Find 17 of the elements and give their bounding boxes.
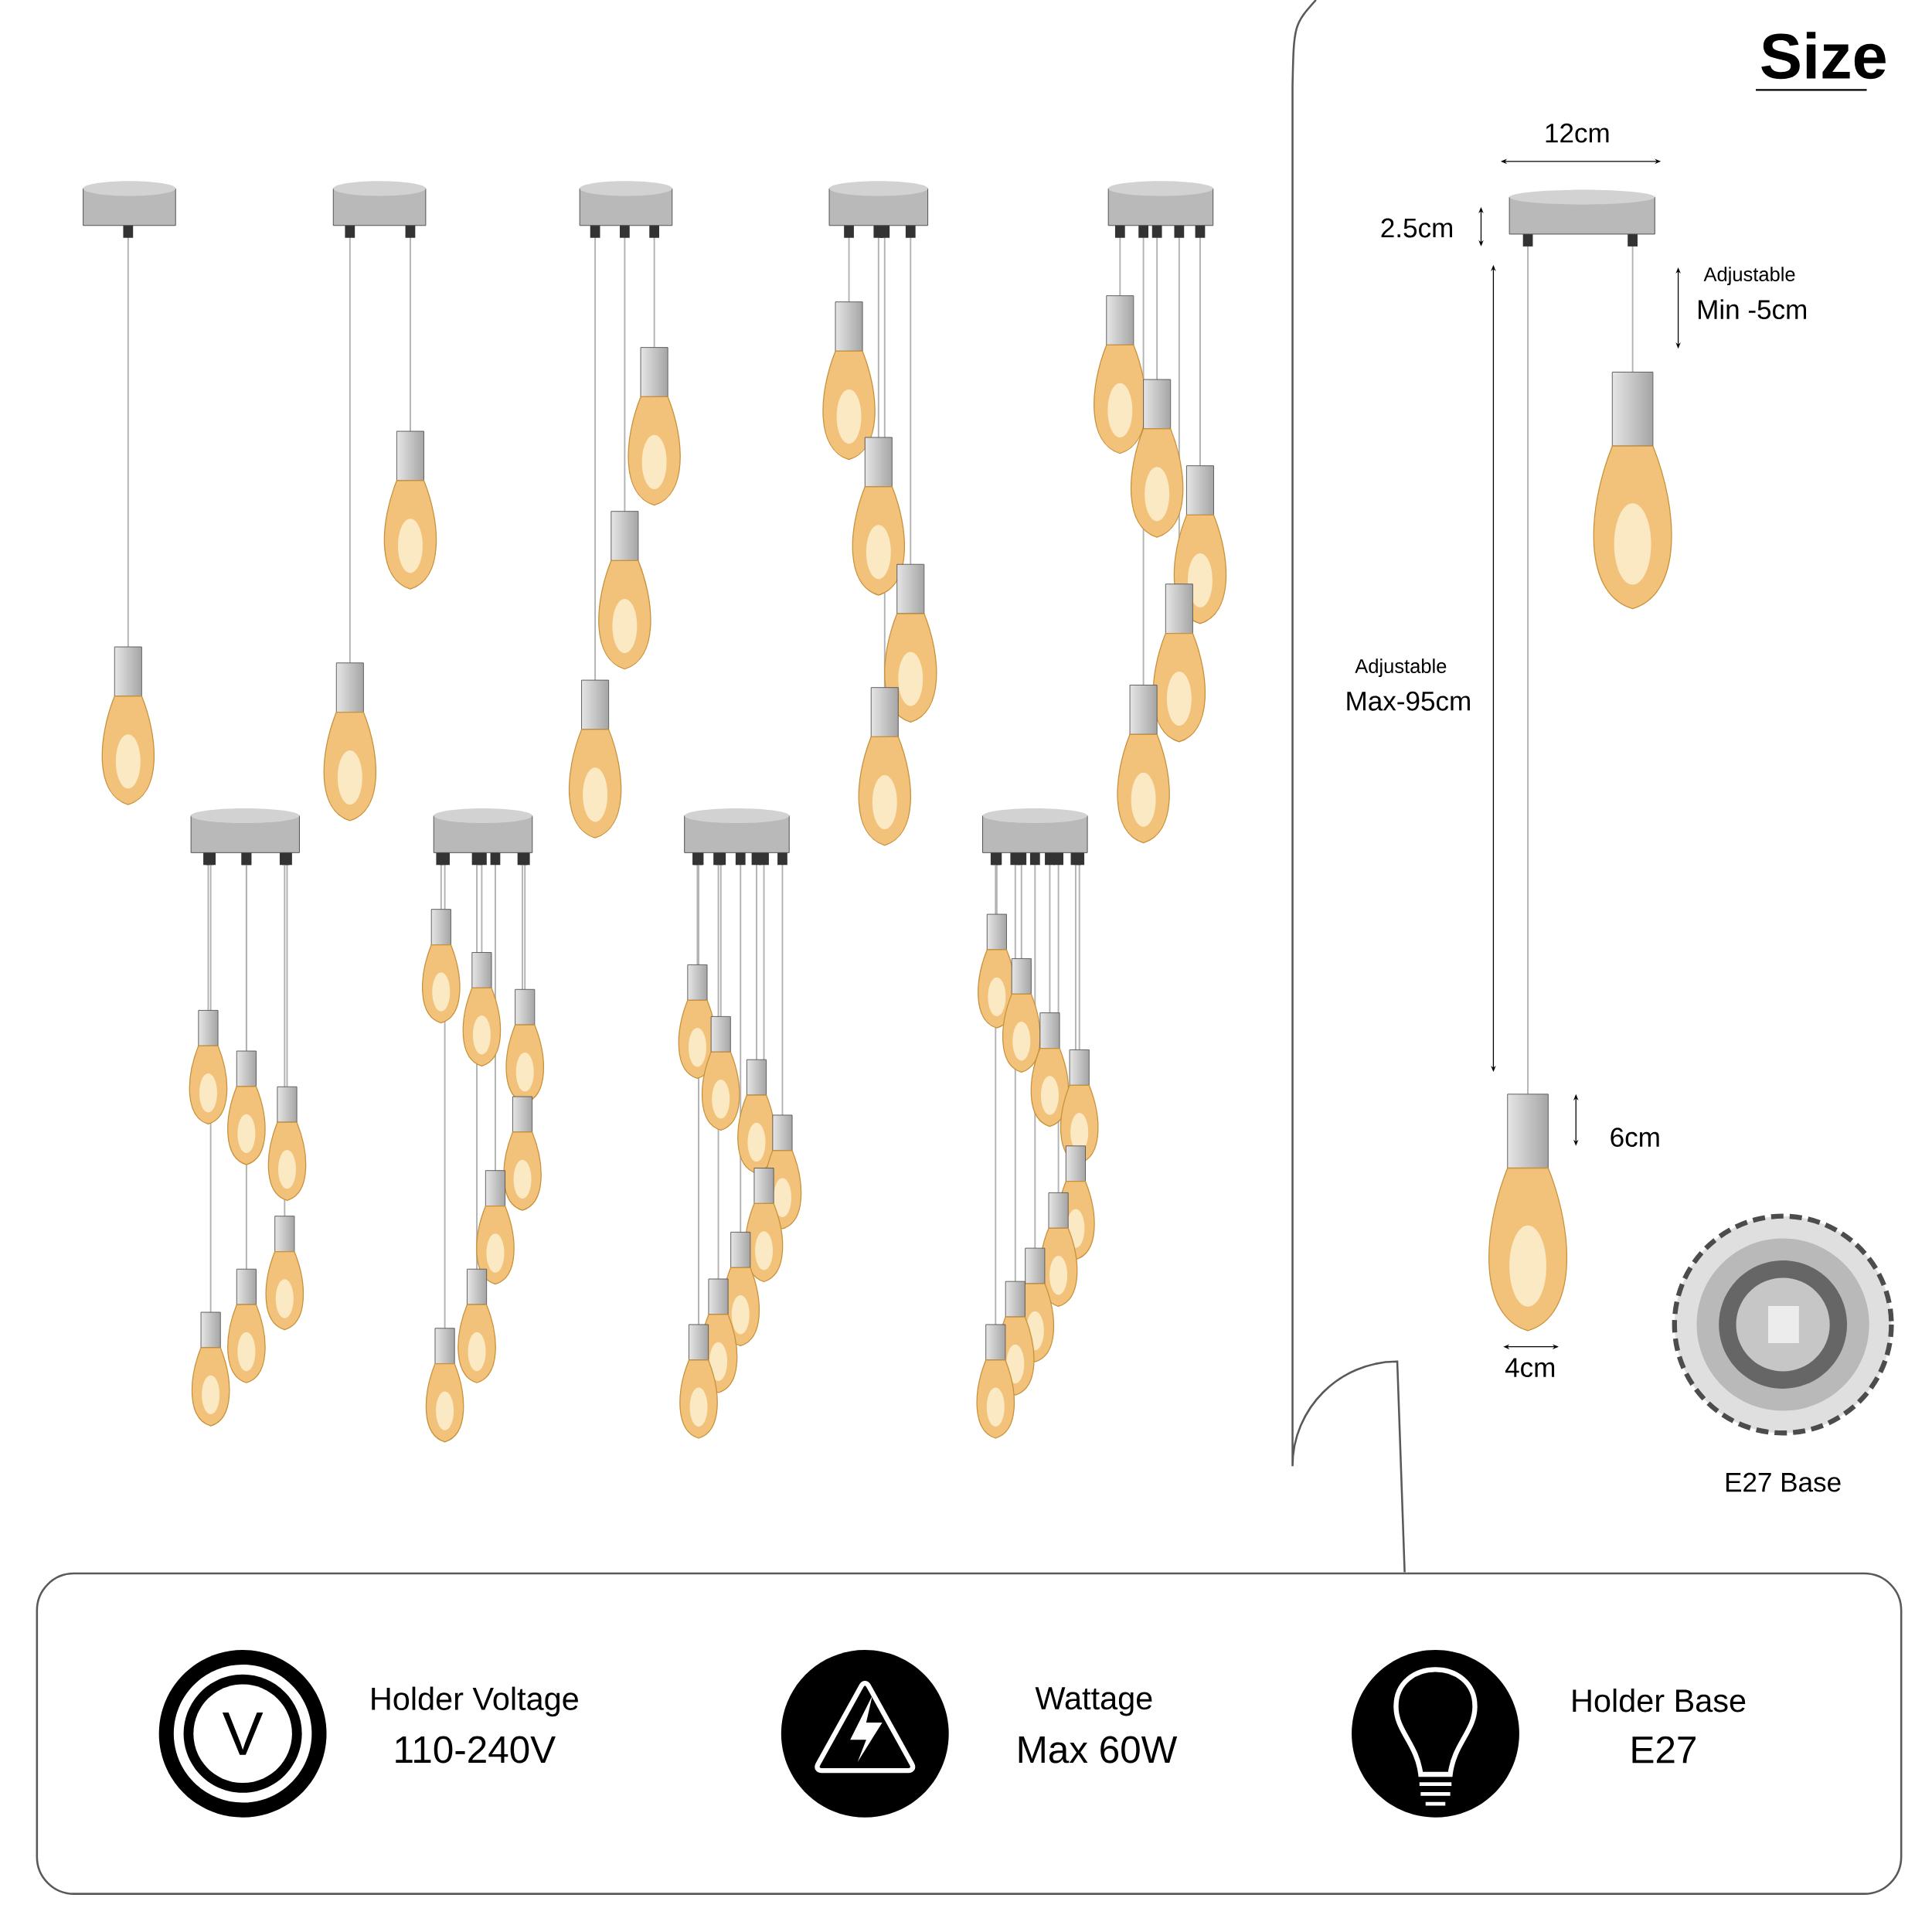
- spec-value: Max 60W: [1019, 1736, 1178, 1764]
- spec-label: Holder Voltage: [372, 1686, 578, 1717]
- dimension-label: Adjustable: [1703, 267, 1795, 286]
- caption: E27 Base: [1726, 1472, 1841, 1492]
- dimension-label: 6cm: [1611, 1128, 1659, 1148]
- dimension-label: Adjustable: [1355, 658, 1447, 678]
- icon-letter: V: [222, 1712, 264, 1755]
- heading: Size: [1761, 32, 1886, 80]
- dimension-label: 4cm: [1505, 1358, 1555, 1378]
- spec-value: E27: [1632, 1736, 1696, 1764]
- spec-label: Wattage: [1035, 1687, 1152, 1716]
- spec-value: 110-240V: [396, 1736, 556, 1764]
- spec-label: Holder Base: [1573, 1689, 1746, 1713]
- dimension-label: Min -5cm: [1699, 299, 1806, 320]
- dimension-label: 2.5cm: [1381, 218, 1452, 238]
- dimension-label: Max-95cm: [1347, 691, 1470, 711]
- dimension-label: 12cm: [1546, 123, 1609, 143]
